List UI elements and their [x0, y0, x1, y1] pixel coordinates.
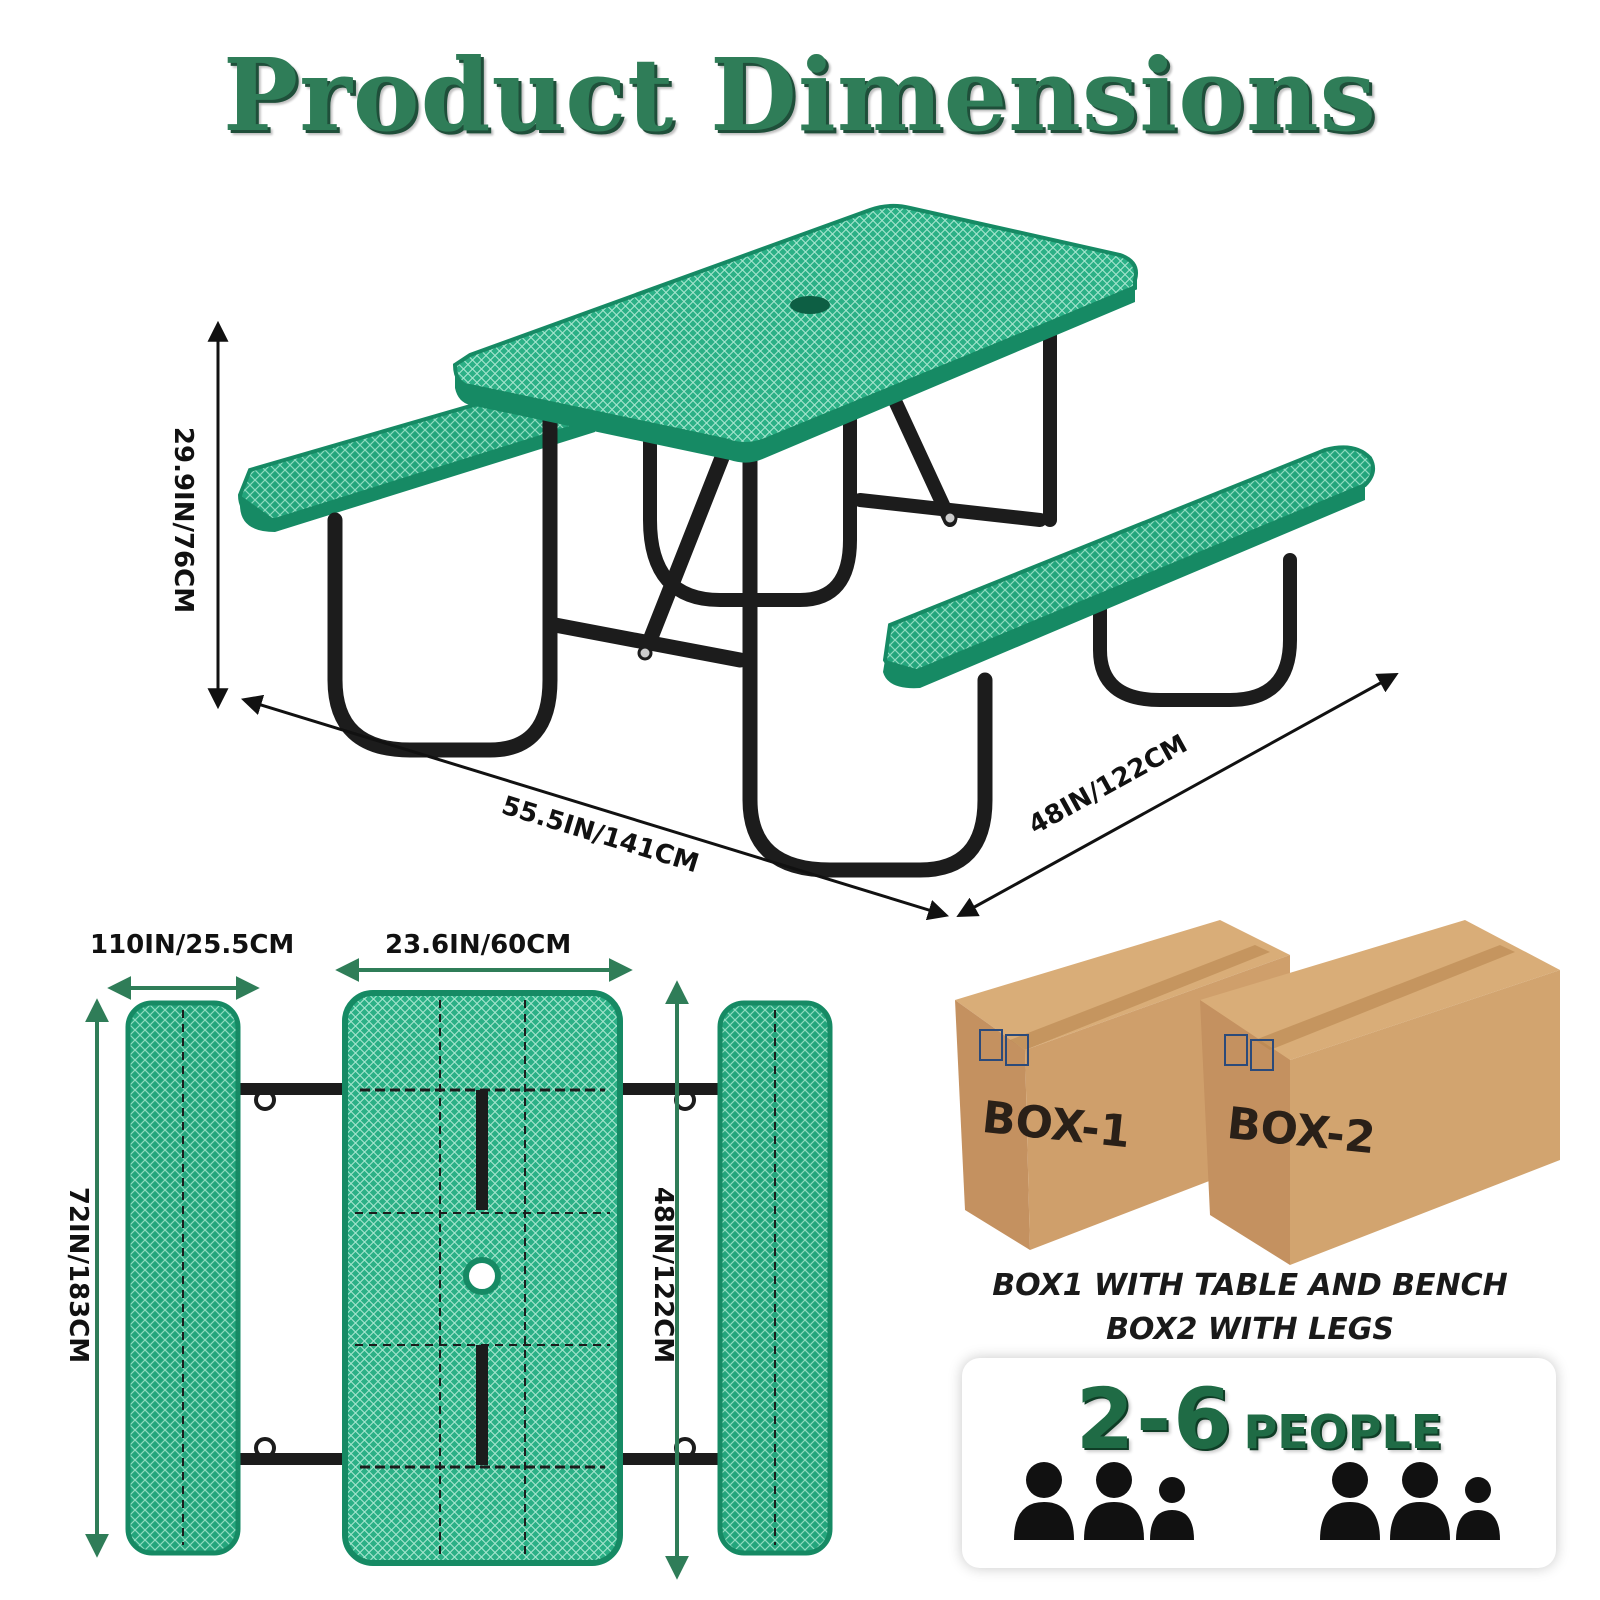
capacity-number: 2-6 [1075, 1370, 1234, 1468]
person-icon [1150, 1477, 1194, 1540]
box-icon [979, 1029, 1003, 1061]
right-bench [882, 445, 1376, 689]
box-caption-line1: BOX1 WITH TABLE AND BENCH [992, 1268, 1508, 1303]
people-icons [1014, 1462, 1500, 1540]
person-icon [1390, 1462, 1450, 1540]
box-caption-line2: BOX2 WITH LEGS [1106, 1312, 1394, 1347]
box-icon [1005, 1034, 1029, 1066]
person-icon [1320, 1462, 1380, 1540]
table-frame [643, 313, 1297, 707]
total-length-dimension: 72IN/183CM [63, 1186, 94, 1364]
box-icon [1224, 1034, 1248, 1066]
page-title: Product Dimensions [223, 36, 1377, 154]
box-2 [1200, 920, 1560, 1265]
height-dimension: 29.9IN/76CM [168, 426, 199, 614]
table-width-dimension: 23.6IN/60CM [385, 930, 572, 960]
bench-width-dimension: 110IN/25.5CM [90, 930, 295, 960]
capacity-word: PEOPLE [1243, 1405, 1443, 1459]
top-view [125, 990, 833, 1566]
table-top [452, 203, 1138, 463]
person-icon [1456, 1477, 1500, 1540]
person-icon [1084, 1462, 1144, 1540]
person-icon [1014, 1462, 1074, 1540]
table-length-dimension: 48IN/122CM [648, 1186, 679, 1364]
box-icon [1250, 1039, 1274, 1071]
box-1 [955, 920, 1290, 1250]
